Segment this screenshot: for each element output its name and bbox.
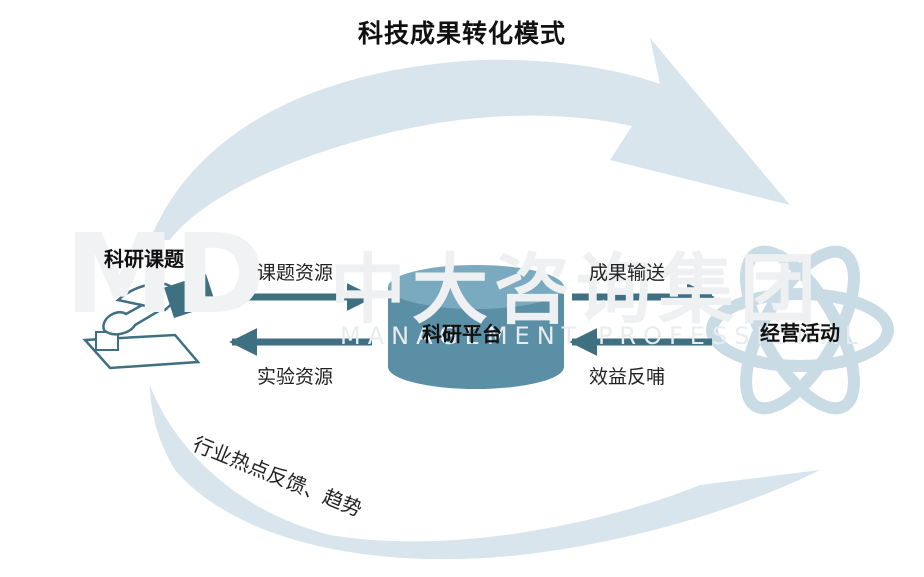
top-curved-arrow: [150, 38, 790, 240]
label-topic-resources: 课题资源: [257, 262, 334, 284]
watermark-logo: MD: [65, 210, 266, 338]
hand-stamp-icon: [82, 273, 216, 370]
bottom-curved-arrow: [150, 385, 820, 560]
label-experiment-resources: 实验资源: [257, 366, 334, 388]
watermark-english: MANAGEMENT PROFESSIONAL: [340, 322, 866, 350]
label-benefit-feedback: 效益反哺: [589, 366, 666, 388]
atom-icon: [706, 245, 894, 415]
platform-cylinder: [388, 265, 564, 389]
node-research-platform: 科研平台: [422, 322, 502, 346]
diagram-title: 科技成果转化模式: [357, 19, 566, 48]
node-business-activity: 经营活动: [760, 321, 840, 345]
node-research-topic: 科研课题: [104, 247, 184, 271]
watermark-company: 中大咨询集团: [330, 245, 822, 334]
label-output-delivery: 成果输送: [589, 262, 666, 284]
